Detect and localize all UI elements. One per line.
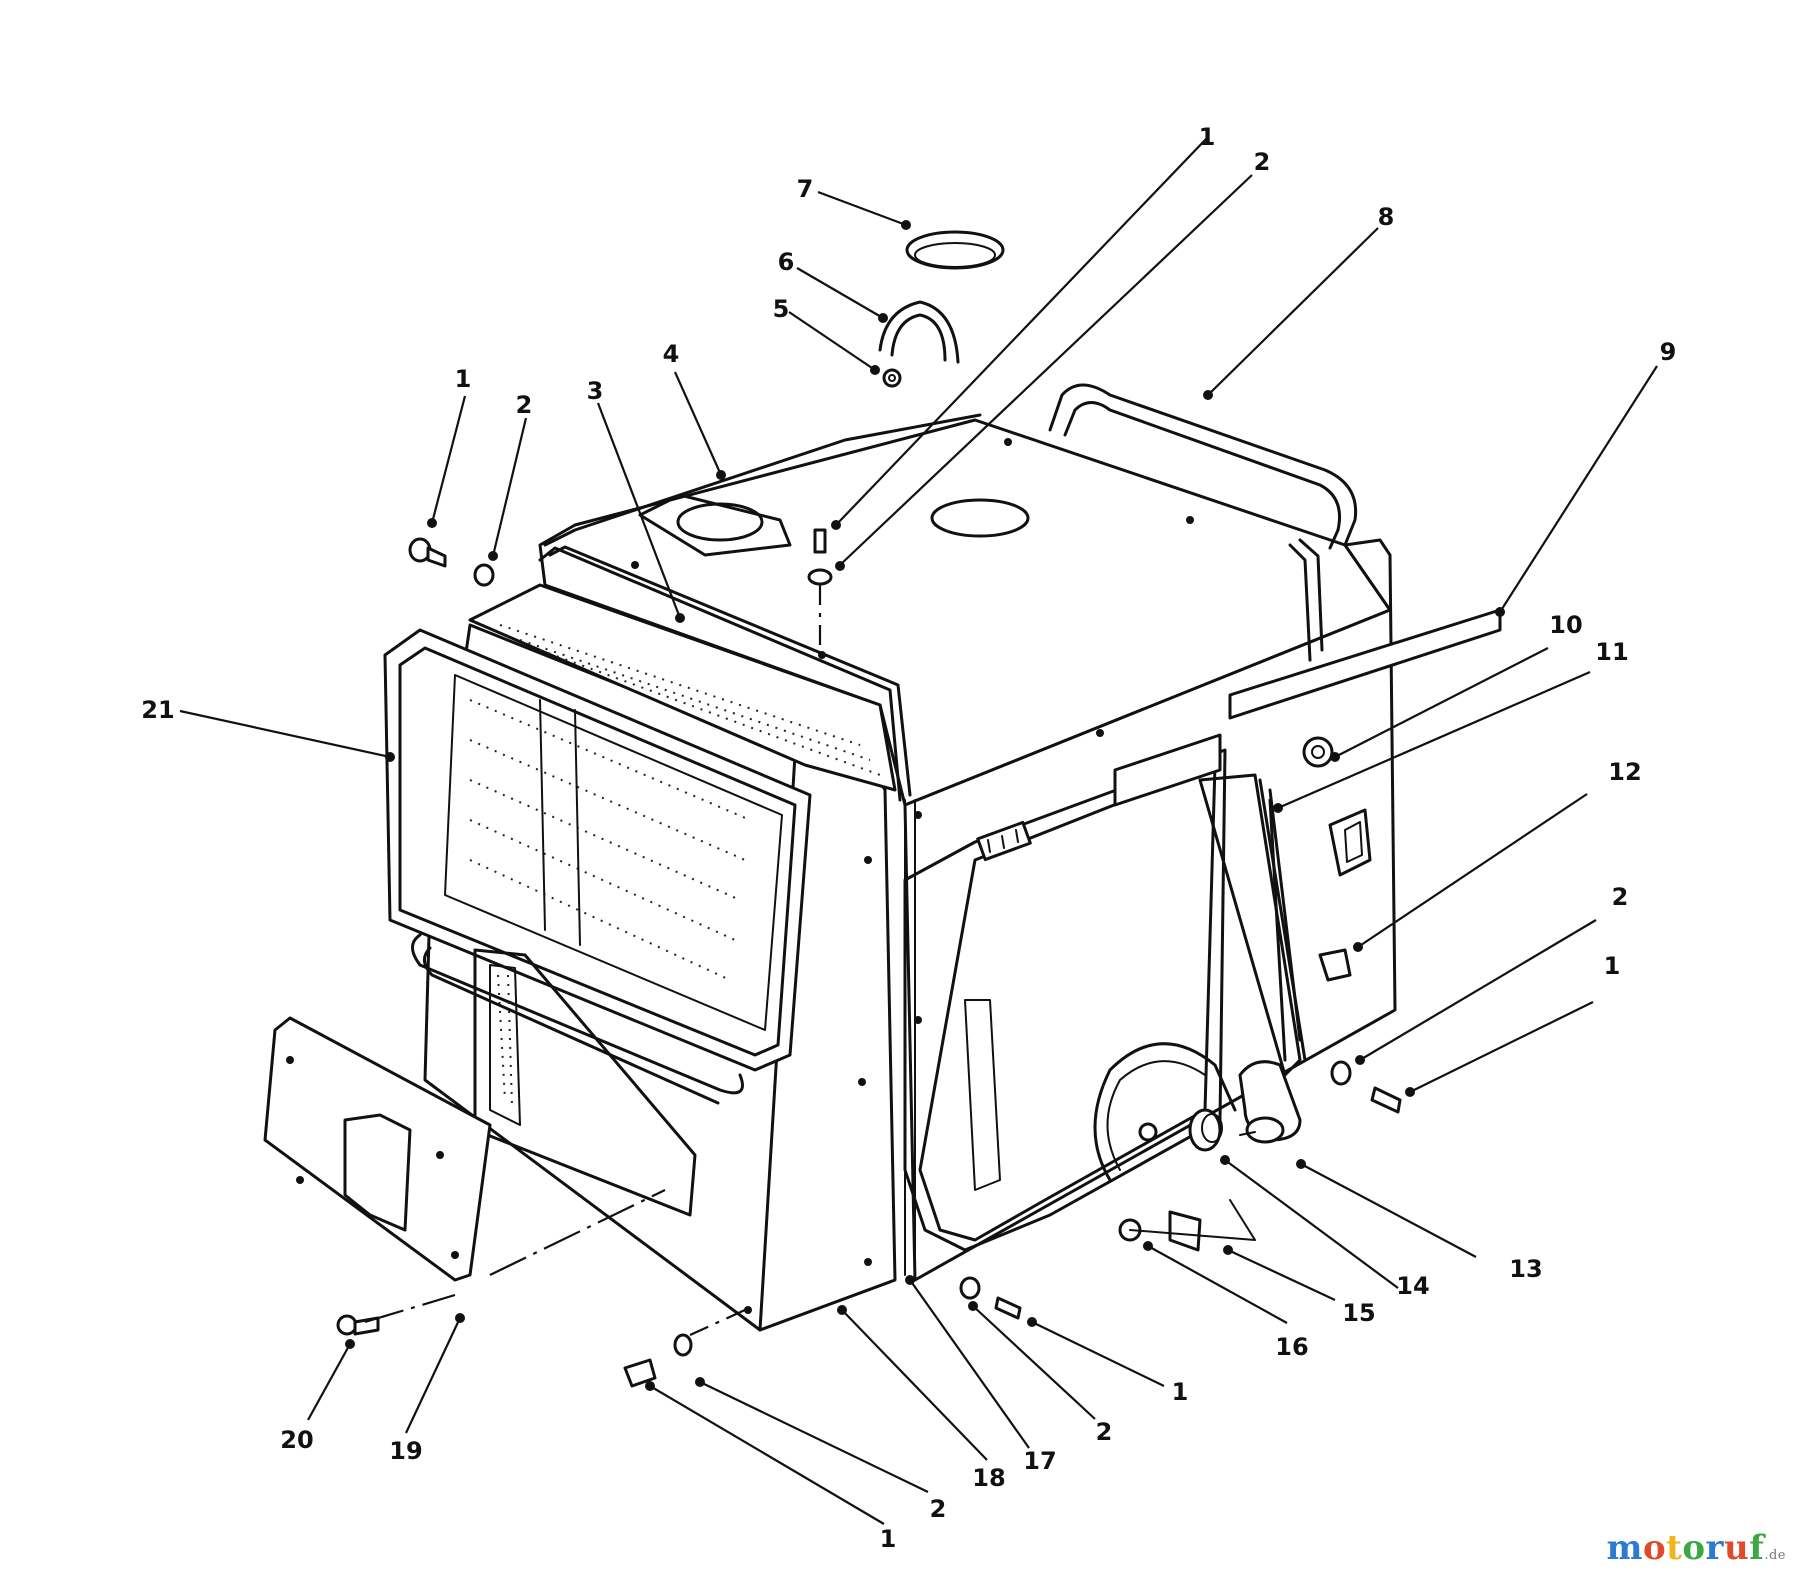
pulley-guard <box>1093 1042 1237 1182</box>
callout-5: 5 <box>773 295 790 323</box>
callout-1-top: 1 <box>1199 123 1216 151</box>
top-hardware <box>807 230 1005 586</box>
logo-letter: m <box>1606 1528 1643 1568</box>
callout-2-left: 2 <box>516 391 533 419</box>
logo-suffix: .de <box>1764 1548 1786 1563</box>
callout-14: 14 <box>1396 1272 1429 1300</box>
callout-12: 12 <box>1608 758 1641 786</box>
callout-1-bottom-right: 1 <box>1172 1378 1189 1406</box>
callout-17: 17 <box>1023 1447 1056 1475</box>
callout-6: 6 <box>778 248 795 276</box>
logo-letter: u <box>1723 1528 1750 1568</box>
logo-letter: r <box>1705 1528 1724 1568</box>
leader-lines <box>179 137 1658 1525</box>
callout-20: 20 <box>280 1426 313 1454</box>
callout-15: 15 <box>1342 1299 1375 1327</box>
callout-1-bottom: 1 <box>880 1525 897 1553</box>
callout-1-left: 1 <box>455 365 472 393</box>
logo-letter: f <box>1749 1528 1765 1568</box>
window-frame <box>383 628 812 1217</box>
callout-11: 11 <box>1595 638 1628 666</box>
callout-18: 18 <box>972 1464 1005 1492</box>
callout-1-right: 1 <box>1604 952 1621 980</box>
callout-13: 13 <box>1509 1255 1542 1283</box>
alignment-lines <box>364 585 822 1337</box>
leader-dots <box>345 220 1505 1391</box>
callout-21: 21 <box>141 696 174 724</box>
control-lever <box>1188 773 1307 1152</box>
watermark-logo: motoruf.de <box>1606 1528 1786 1568</box>
callout-7: 7 <box>797 175 814 203</box>
callout-9: 9 <box>1660 338 1677 366</box>
rear-handle <box>1048 383 1358 550</box>
callout-labels: 1 2 7 6 5 8 4 3 2 1 9 10 11 12 21 2 1 13… <box>141 123 1676 1553</box>
decal-strips <box>1113 608 1502 807</box>
callout-3: 3 <box>587 377 604 405</box>
callout-2-bottom-right: 2 <box>1096 1418 1113 1446</box>
logo-letter: t <box>1666 1528 1683 1568</box>
callout-16: 16 <box>1275 1333 1308 1361</box>
callout-2-bottom: 2 <box>930 1495 947 1523</box>
logo-letter: o <box>1682 1528 1706 1568</box>
callout-4: 4 <box>663 340 680 368</box>
fasteners <box>336 537 1402 1388</box>
callout-19: 19 <box>389 1437 422 1465</box>
cover-plate <box>263 1016 492 1282</box>
callout-2-top: 2 <box>1254 148 1271 176</box>
callout-2-right: 2 <box>1612 883 1629 911</box>
rod-and-grommet <box>1268 736 1372 1062</box>
logo-letter: o <box>1642 1528 1667 1568</box>
callout-8: 8 <box>1378 203 1395 231</box>
callout-10: 10 <box>1549 611 1582 639</box>
